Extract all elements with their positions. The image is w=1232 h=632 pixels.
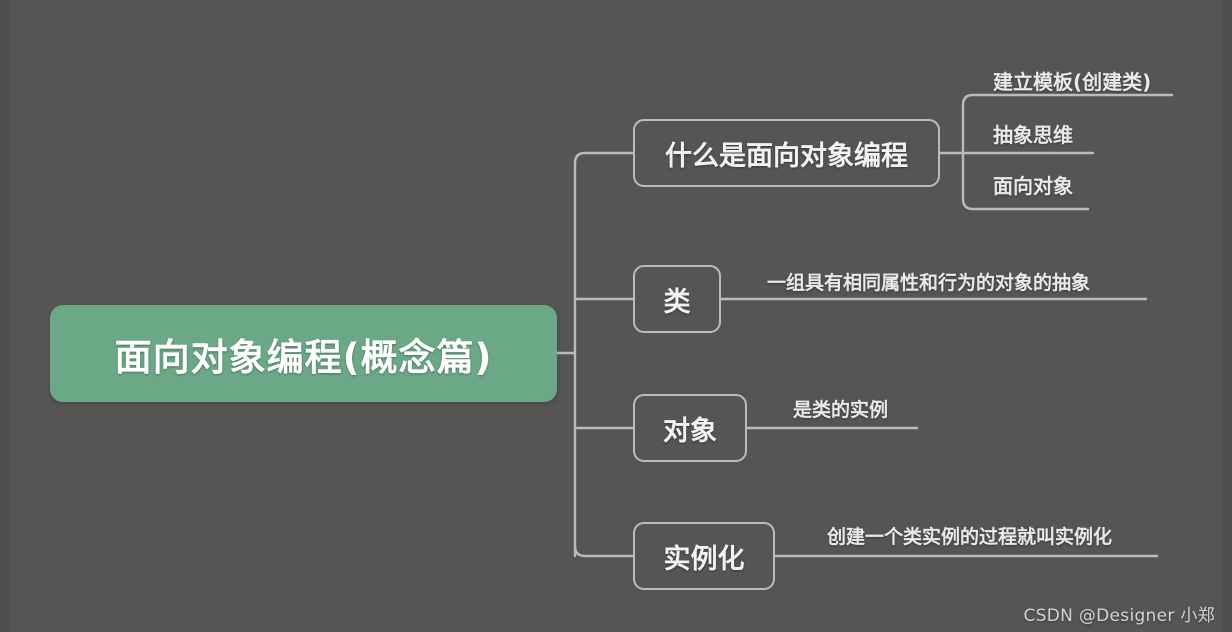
leaf-label-abstract[interactable]: 抽象思维 [993, 123, 1073, 147]
note-label-class[interactable]: 一组具有相同属性和行为的对象的抽象 [767, 272, 1091, 294]
branch-node-concept[interactable]: 什么是面向对象编程 [633, 119, 940, 187]
left-edge-strip [0, 0, 9, 632]
branch-node-concept-label: 什么是面向对象编程 [665, 140, 908, 172]
note-label-object[interactable]: 是类的实例 [793, 399, 889, 421]
branch-node-object[interactable]: 对象 [633, 394, 747, 462]
root-node-label: 面向对象编程(概念篇) [114, 335, 493, 379]
branch-node-class[interactable]: 类 [633, 265, 721, 333]
branch-node-instantiate[interactable]: 实例化 [633, 522, 775, 590]
watermark: CSDN @Designer 小郑 [1023, 606, 1215, 626]
wire-branch-concept [573, 151, 635, 167]
branch-node-object-label: 对象 [663, 415, 717, 447]
leaf-label-template[interactable]: 建立模板(创建类) [993, 70, 1152, 94]
root-node[interactable]: 面向对象编程(概念篇) [50, 305, 557, 402]
wire-branch-instantiate [573, 544, 635, 558]
wire-leaf-template [961, 93, 1174, 107]
right-edge-strip [1223, 0, 1232, 632]
note-label-instantiate[interactable]: 创建一个类实例的过程就叫实例化 [827, 526, 1113, 548]
leaf-label-oop[interactable]: 面向对象 [993, 174, 1073, 198]
wire-leaf-oop [961, 197, 1090, 211]
branch-node-instantiate-label: 实例化 [663, 543, 745, 575]
branch-node-class-label: 类 [663, 286, 691, 318]
